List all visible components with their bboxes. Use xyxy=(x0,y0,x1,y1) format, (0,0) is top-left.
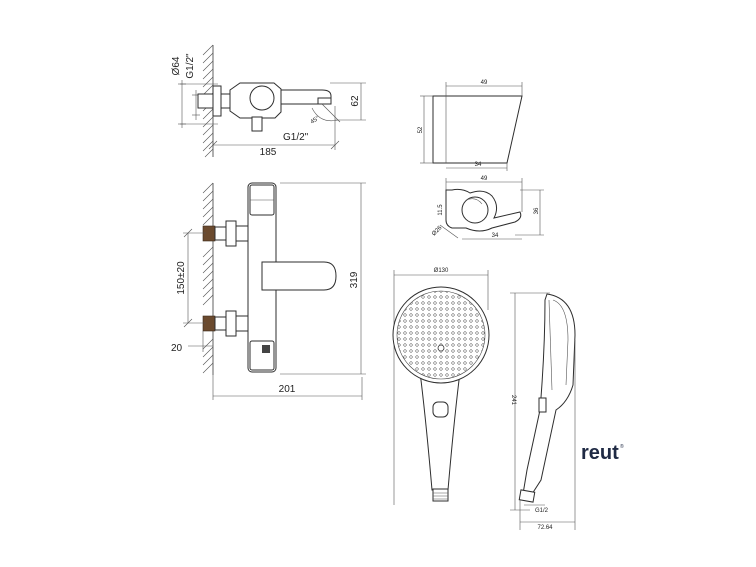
shower-side-view: 241 G1/2 72.64 xyxy=(510,292,576,531)
holder-body xyxy=(432,95,523,164)
spacing-label: 150±20 xyxy=(176,261,187,295)
upper-connector xyxy=(235,225,250,242)
bottom-width-label: 34 xyxy=(475,162,482,168)
side-button xyxy=(538,397,547,413)
lower-connector xyxy=(235,315,250,332)
inner-offset-label: 11.5 xyxy=(438,204,444,216)
wall-hatch xyxy=(202,182,214,374)
lower-escutcheon xyxy=(225,310,237,337)
holder-ring xyxy=(461,196,489,224)
height-label: 52 xyxy=(418,126,424,133)
brand-logo: reut ® xyxy=(581,442,624,464)
side-hose-connector xyxy=(518,489,536,503)
side-view: Ø64 G1/2" 62 45° G1/2" 185 xyxy=(171,44,366,158)
width-label: 72.64 xyxy=(537,525,553,531)
angle-label: 45° xyxy=(310,115,321,125)
offset-label: 20 xyxy=(171,343,183,354)
depth-label: 185 xyxy=(260,147,277,158)
upper-inlet-fitting xyxy=(202,225,216,242)
holder-top-view: 49 36 34 11.5 Ø26 xyxy=(431,176,544,240)
shower-handle xyxy=(419,371,461,491)
lower-inlet-fitting xyxy=(202,315,216,332)
height-label: 62 xyxy=(350,95,361,107)
diameter-label: Ø64 xyxy=(171,56,182,75)
mode-button xyxy=(432,401,449,418)
height-label: 319 xyxy=(349,271,360,288)
shower-front-view: Ø130 xyxy=(392,268,490,505)
shower-side-body xyxy=(522,293,576,495)
hose-connector xyxy=(432,488,449,502)
width-label: 201 xyxy=(279,384,296,395)
bottom-width-label: 34 xyxy=(492,233,499,239)
inlet-fitting xyxy=(197,93,215,109)
shower-outlet xyxy=(251,116,263,132)
brand-name: reut xyxy=(581,442,619,464)
thermostat-knob xyxy=(249,85,275,111)
top-width-label: 49 xyxy=(481,80,488,86)
aerator xyxy=(317,97,332,105)
center-nozzle xyxy=(437,344,445,352)
top-width-label: 49 xyxy=(481,176,488,182)
diameter-label: Ø130 xyxy=(434,268,449,274)
spout xyxy=(261,261,337,291)
outlet-thread-label: G1/2" xyxy=(283,132,309,143)
inlet-thread-label: G1/2" xyxy=(185,53,196,79)
depth-label: 36 xyxy=(534,207,540,214)
shower-face-nozzles xyxy=(396,290,486,380)
length-label: 241 xyxy=(510,395,516,406)
side-thread-label: G1/2 xyxy=(535,508,549,514)
temperature-marker xyxy=(262,345,270,353)
brand-mark: ® xyxy=(620,443,624,450)
front-view: 150±20 20 319 201 xyxy=(171,182,366,400)
holder-side-view: 49 52 34 xyxy=(418,80,523,171)
escutcheon xyxy=(212,85,222,117)
upper-escutcheon xyxy=(225,220,237,247)
